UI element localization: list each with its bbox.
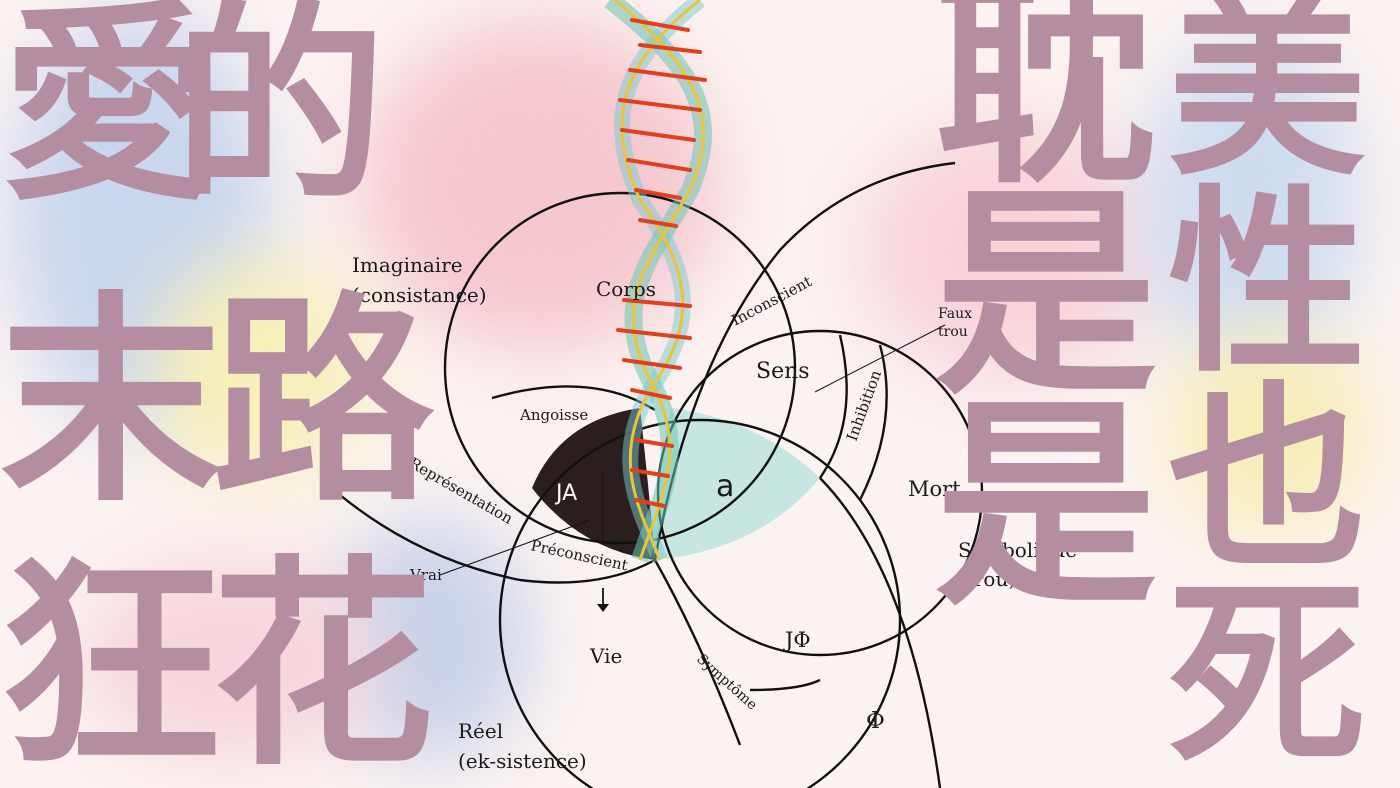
label-symbolique: Symbolique [958, 538, 1077, 562]
title-right-column-2: 美性也死 [1168, 0, 1366, 788]
large-arc-upper [653, 161, 956, 561]
label-vie: Vie [589, 644, 622, 668]
divider-symptome [653, 559, 742, 746]
title-left-line-1: 愛的 [2, 0, 386, 229]
vrai-trou-leader [439, 519, 591, 576]
label-object-a: a [716, 469, 734, 504]
title-right-column-1: 耽是是 [935, 0, 1157, 636]
imaginaire-ring [443, 191, 797, 545]
divider-jphi [749, 678, 821, 692]
label-ek-sistence: (ek-sistence) [458, 749, 587, 773]
large-arc-lower [339, 494, 656, 584]
label-phi: Φ [866, 708, 885, 734]
background-wash-yellow [150, 260, 370, 480]
title-left-line-2: 末路 [0, 274, 434, 532]
label-reel: Réel [458, 719, 503, 743]
down-arrow-head [597, 604, 609, 612]
label-jphi: JΦ [783, 628, 811, 652]
label-symptome: Symptôme [693, 651, 760, 713]
background-wash-pink-right [860, 120, 1160, 380]
label-imaginaire: Imaginaire [352, 253, 463, 277]
label-vrai: Vrai [409, 566, 442, 584]
background-wash-pink-bottom [80, 560, 380, 760]
faux-trou-leader [814, 324, 946, 393]
object-a-region [655, 408, 820, 560]
label-corps: Corps [596, 277, 656, 301]
background-wash-yellow-right [1170, 330, 1370, 530]
title-left-line-3: 狂花 [0, 538, 434, 788]
label-ja: JA [554, 481, 577, 506]
background-wash-blue-right [1140, 40, 1360, 370]
label-symbolique-trou: (trou) [958, 567, 1016, 591]
label-mort: Mort [908, 477, 961, 501]
label-inhibition: Inhibition [843, 367, 885, 443]
divider-inhibition [819, 334, 848, 479]
label-angoisse: Angoisse [519, 406, 588, 424]
reel-ring [498, 418, 902, 788]
label-consistance: (consistance) [352, 283, 487, 307]
dna-helix [604, 0, 712, 563]
label-faux-trou: trou [938, 324, 968, 340]
label-sens: Sens [756, 359, 810, 384]
large-arc-right [819, 477, 942, 788]
divider-mort [858, 344, 888, 501]
label-faux: Faux [938, 306, 972, 322]
